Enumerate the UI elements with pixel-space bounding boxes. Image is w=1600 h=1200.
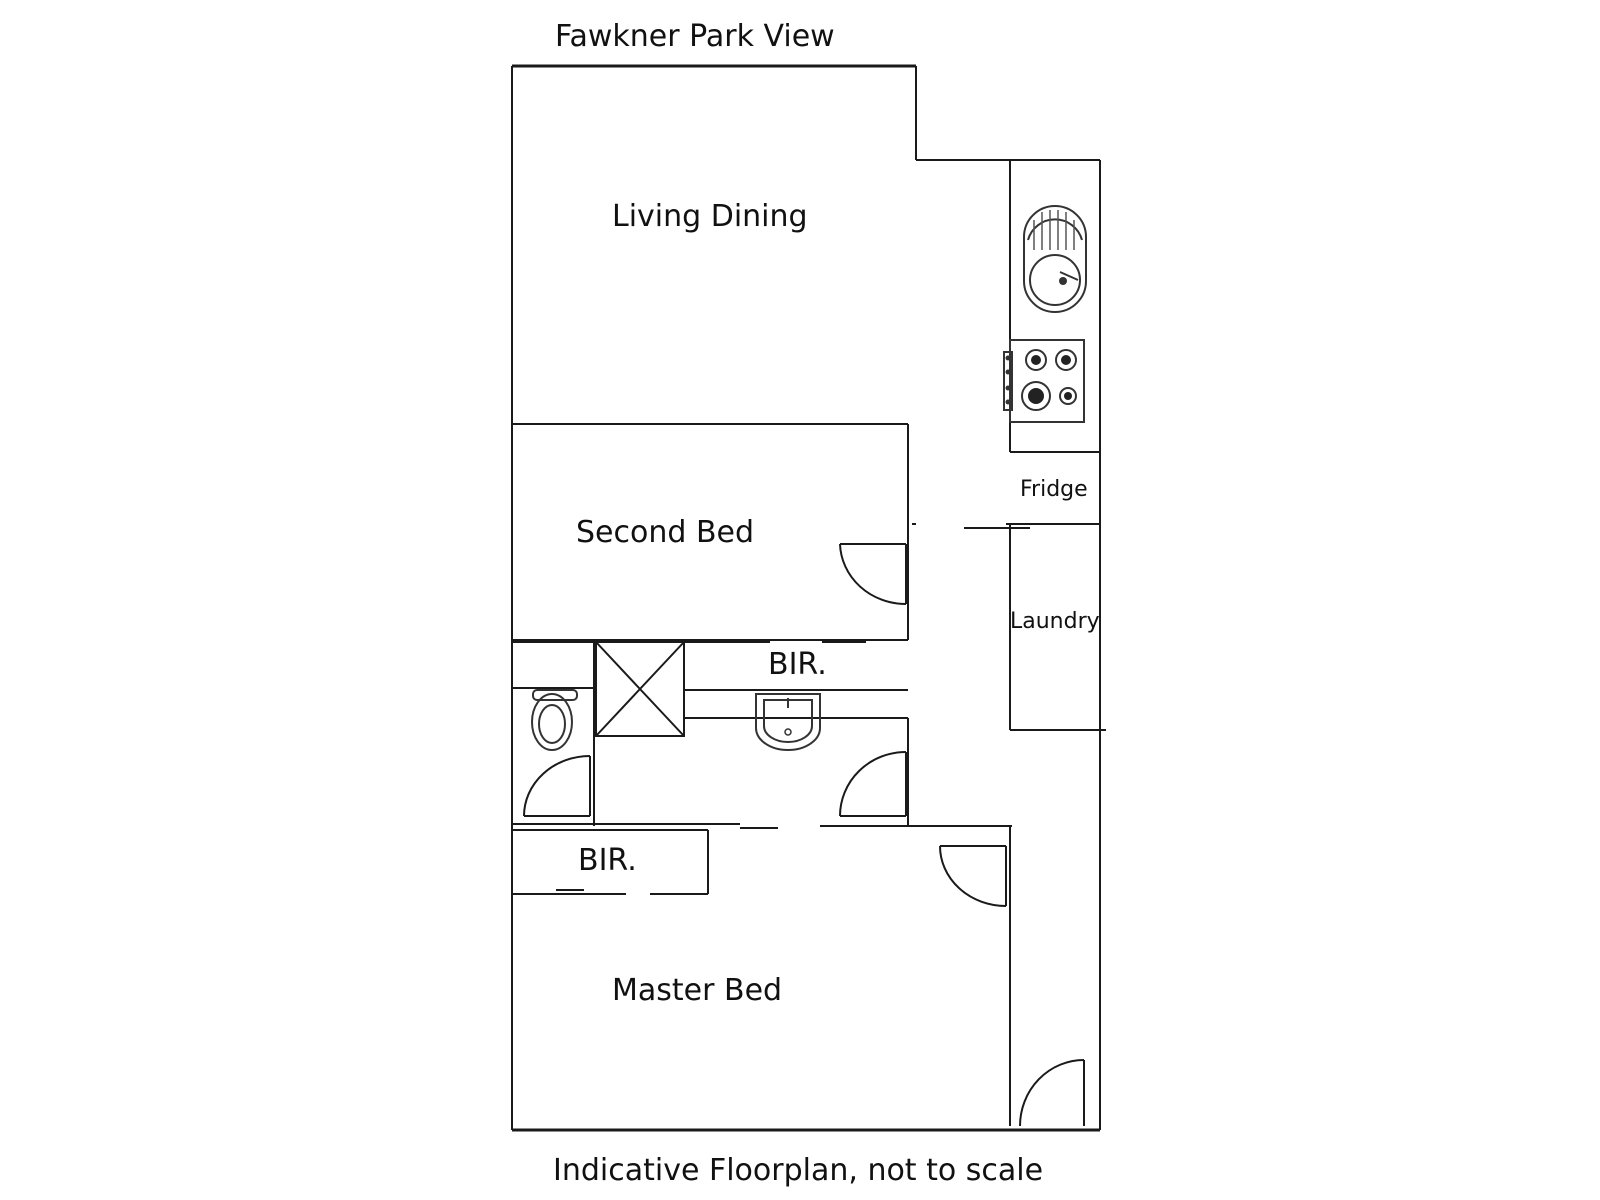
room-label-bir-lower: BIR.: [578, 843, 637, 878]
room-label-master-bed: Master Bed: [612, 973, 782, 1008]
room-label-bir-upper: BIR.: [768, 647, 827, 682]
outer-walls: [511, 64, 1101, 1132]
door-swing-icon: [839, 751, 907, 817]
cooktop-icon: [1003, 339, 1085, 423]
plan-footer: Indicative Floorplan, not to scale: [553, 1153, 1043, 1188]
door-swing-icon: [839, 543, 907, 605]
door-swing-icon: [523, 755, 591, 817]
door-swing-icon: [1019, 1059, 1085, 1127]
bathroom-walls: [512, 642, 1012, 829]
bir-lower-walls: [511, 829, 709, 895]
bir-upper-walls: [512, 641, 908, 719]
second-bed-walls: [512, 423, 916, 641]
sink-icon: [1023, 205, 1087, 313]
room-label-fridge: Fridge: [1020, 477, 1088, 502]
basin-icon: [755, 693, 821, 751]
room-label-laundry: Laundry: [1010, 609, 1100, 634]
door-swing-icon: [939, 845, 1007, 907]
room-label-living-dining: Living Dining: [612, 199, 808, 234]
plan-title: Fawkner Park View: [555, 19, 835, 54]
toilet-icon: [531, 689, 578, 751]
shower-icon: [595, 641, 685, 737]
room-label-second-bed: Second Bed: [576, 515, 754, 550]
fridge-laundry-walls: [964, 523, 1106, 731]
